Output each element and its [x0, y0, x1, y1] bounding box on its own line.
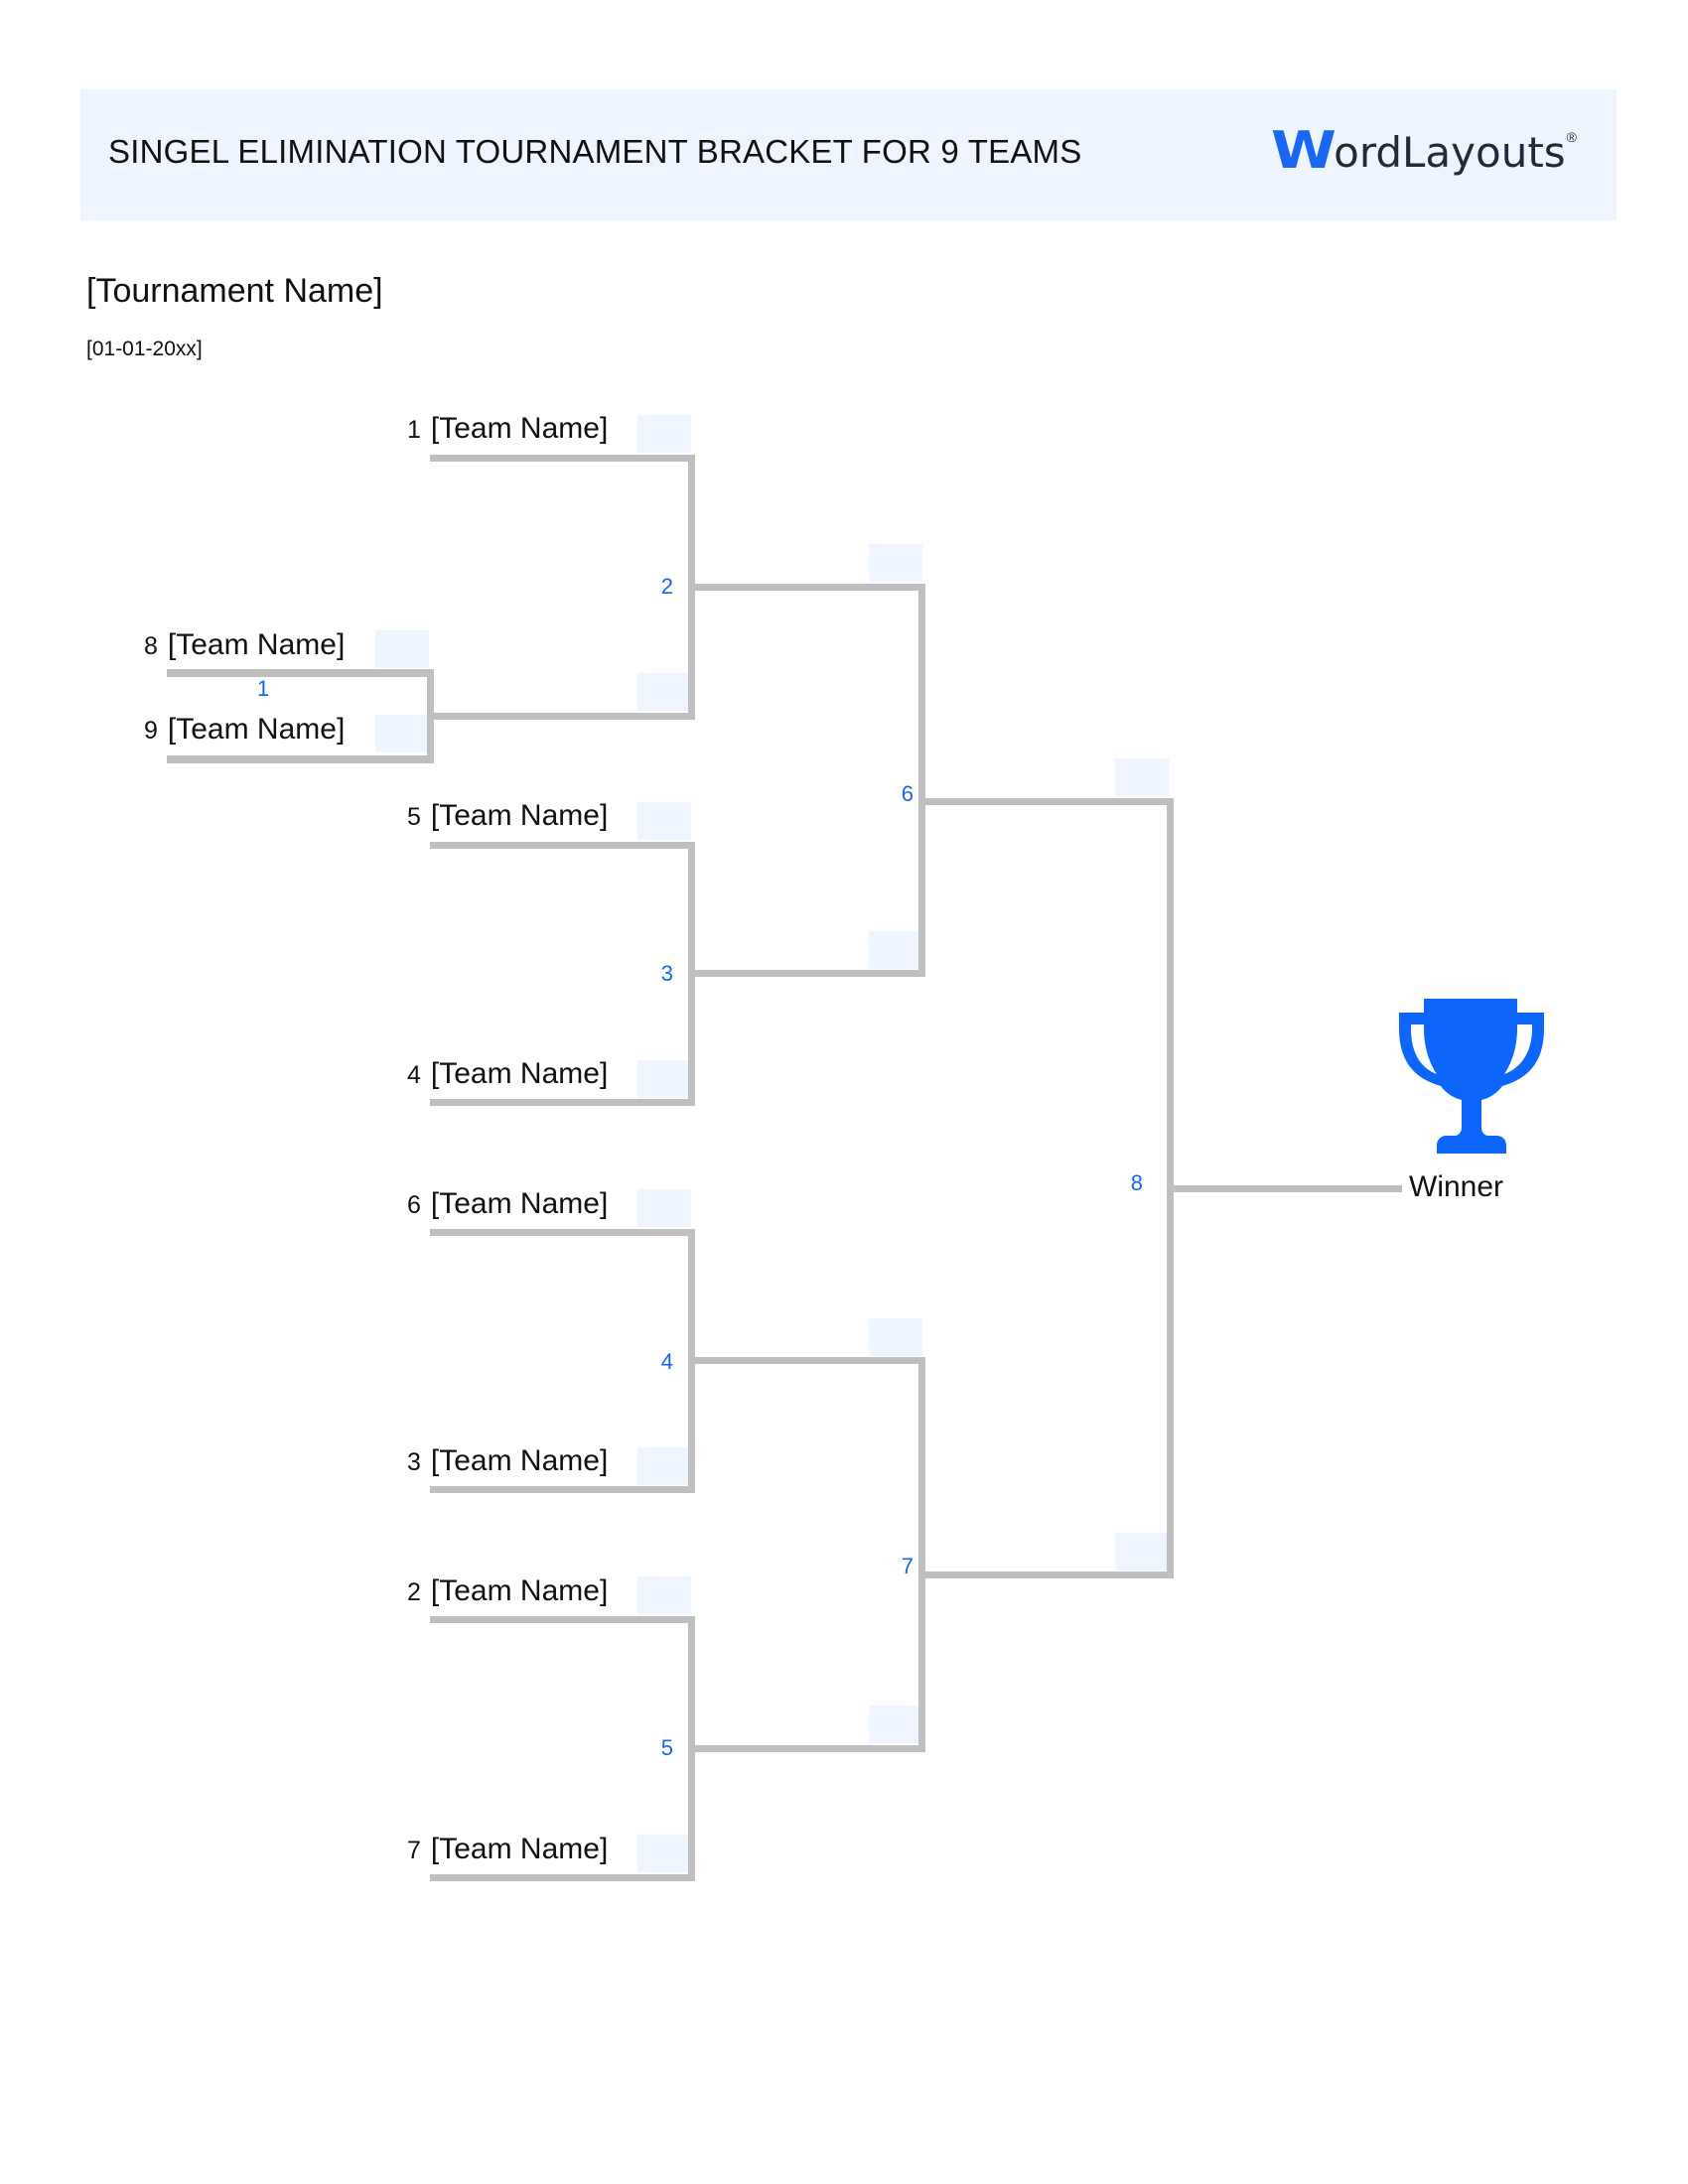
score-box[interactable]: [1115, 758, 1169, 796]
team-name[interactable]: [Team Name]: [430, 1057, 609, 1090]
match-number-7: 7: [901, 1554, 914, 1578]
seed-number: 5: [407, 803, 421, 831]
score-box[interactable]: [637, 1189, 691, 1227]
bracket-line: [167, 669, 434, 677]
score-box[interactable]: [375, 715, 429, 752]
team-name[interactable]: [Team Name]: [430, 1574, 609, 1607]
bracket-line: [925, 1571, 1174, 1578]
score-box[interactable]: [637, 415, 691, 453]
score-box[interactable]: [1115, 1533, 1169, 1570]
score-box[interactable]: [637, 802, 691, 840]
team-slot-seed-8[interactable]: 8 [Team Name]: [144, 627, 345, 663]
team-slot-seed-5[interactable]: 5 [Team Name]: [407, 798, 608, 834]
team-slot-seed-1[interactable]: 1 [Team Name]: [407, 411, 608, 447]
bracket-connector: [427, 669, 434, 763]
match-number-5: 5: [660, 1735, 673, 1760]
team-name[interactable]: [Team Name]: [430, 1444, 609, 1477]
match-number-2: 2: [660, 574, 673, 599]
team-slot-seed-4[interactable]: 4 [Team Name]: [407, 1056, 608, 1092]
bracket-line: [430, 1486, 695, 1493]
bracket-connector: [918, 584, 925, 977]
score-box[interactable]: [637, 1447, 691, 1485]
team-name[interactable]: [Team Name]: [430, 1187, 609, 1220]
score-box[interactable]: [869, 1318, 922, 1356]
registered-mark: ®: [1566, 129, 1577, 145]
trophy-icon: [1397, 999, 1546, 1156]
bracket-line: [167, 755, 434, 763]
bracket-line: [430, 455, 695, 462]
bracket-line: [434, 713, 695, 720]
team-name[interactable]: [Team Name]: [430, 1833, 609, 1865]
team-name[interactable]: [Team Name]: [167, 713, 346, 746]
header-banner: SINGEL ELIMINATION TOURNAMENT BRACKET FO…: [80, 89, 1617, 220]
winner-line: [1174, 1185, 1402, 1192]
bracket-line: [430, 1874, 695, 1881]
bracket-connector: [918, 1357, 925, 1752]
team-name[interactable]: [Team Name]: [430, 799, 609, 832]
score-box[interactable]: [869, 931, 922, 969]
seed-number: 9: [144, 717, 158, 745]
seed-number: 1: [407, 416, 421, 444]
team-slot-seed-7[interactable]: 7 [Team Name]: [407, 1832, 608, 1867]
score-box[interactable]: [869, 1706, 922, 1743]
score-box[interactable]: [637, 1835, 691, 1872]
logo-w-mark: W: [1270, 121, 1336, 181]
bracket-line: [695, 970, 925, 977]
winner-label[interactable]: Winner: [1409, 1170, 1504, 1203]
seed-number: 2: [407, 1578, 421, 1606]
match-number-3: 3: [660, 961, 673, 986]
score-box[interactable]: [637, 1576, 691, 1614]
tournament-name[interactable]: [Tournament Name]: [86, 272, 383, 310]
seed-number: 7: [407, 1837, 421, 1864]
bracket-line: [430, 1229, 695, 1236]
match-number-8: 8: [1130, 1170, 1143, 1195]
team-slot-seed-2[interactable]: 2 [Team Name]: [407, 1573, 608, 1609]
match-number-1: 1: [256, 676, 270, 701]
page-title: SINGEL ELIMINATION TOURNAMENT BRACKET FO…: [108, 133, 1082, 170]
wordlayouts-logo: W ordLayouts ®: [1271, 125, 1577, 177]
seed-number: 3: [407, 1448, 421, 1476]
team-name[interactable]: [Team Name]: [430, 412, 609, 445]
bracket-connector: [688, 1229, 695, 1493]
score-box[interactable]: [375, 630, 429, 668]
team-slot-seed-6[interactable]: 6 [Team Name]: [407, 1186, 608, 1222]
team-slot-seed-9[interactable]: 9 [Team Name]: [144, 712, 345, 748]
seed-number: 4: [407, 1061, 421, 1089]
seed-number: 8: [144, 632, 158, 660]
logo-wordmark: ordLayouts: [1334, 128, 1566, 177]
bracket-line: [430, 1099, 695, 1106]
score-box[interactable]: [869, 544, 922, 582]
team-name[interactable]: [Team Name]: [167, 628, 346, 661]
bracket-connector: [688, 455, 695, 720]
tournament-date[interactable]: [01-01-20xx]: [86, 338, 203, 360]
bracket-connector: [688, 1616, 695, 1881]
bracket-line: [925, 798, 1174, 805]
team-slot-seed-3[interactable]: 3 [Team Name]: [407, 1443, 608, 1479]
bracket-line: [430, 842, 695, 849]
bracket-line: [695, 1357, 925, 1364]
bracket-line: [695, 1745, 925, 1752]
bracket-connector: [688, 842, 695, 1106]
match-number-4: 4: [660, 1349, 673, 1374]
bracket-connector: [1167, 798, 1174, 1578]
seed-number: 6: [407, 1191, 421, 1219]
match-number-6: 6: [901, 781, 914, 806]
score-box[interactable]: [637, 1060, 691, 1098]
score-box[interactable]: [637, 673, 691, 711]
bracket-line: [430, 1616, 695, 1623]
bracket-line: [695, 584, 925, 591]
